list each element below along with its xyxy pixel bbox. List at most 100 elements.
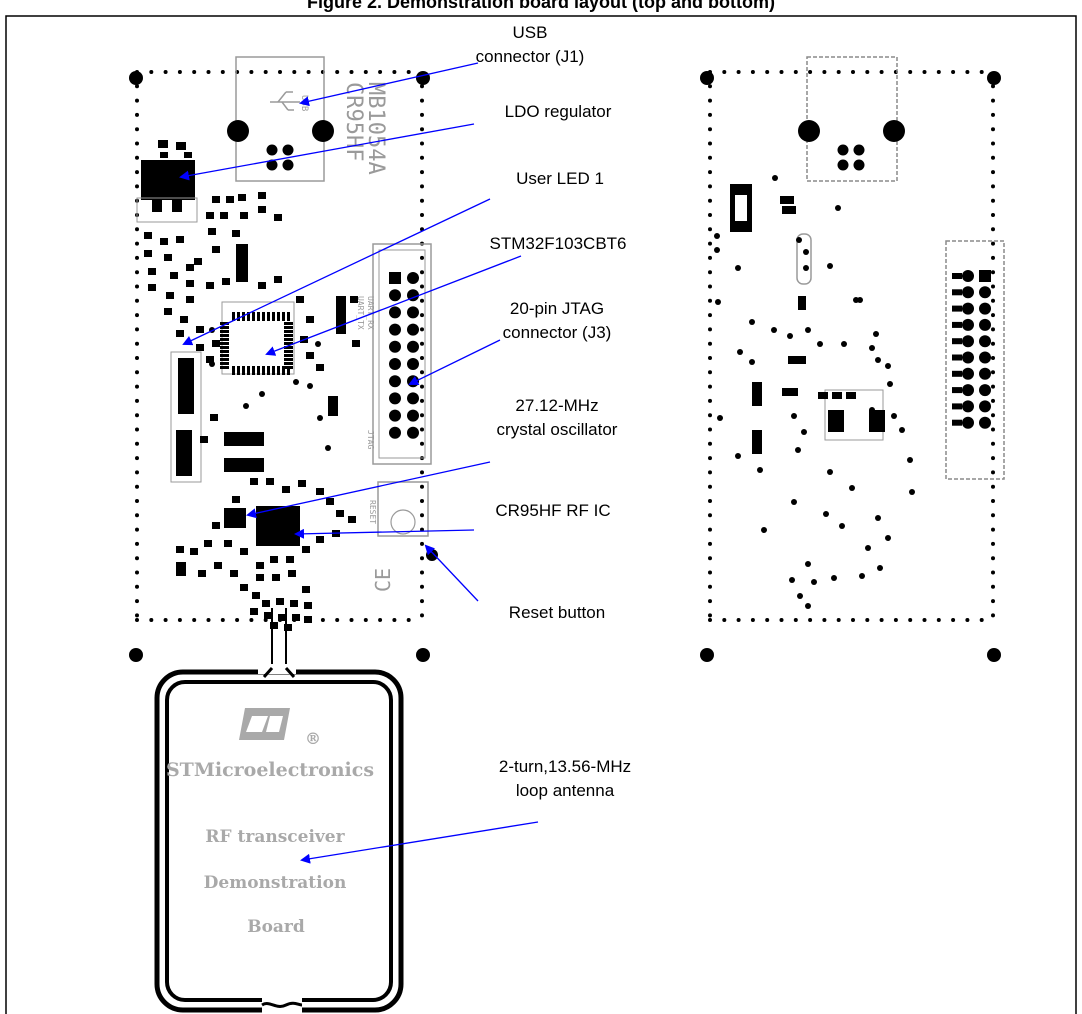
outline-dot — [708, 255, 712, 260]
via — [827, 469, 833, 475]
outline-dot — [420, 584, 424, 589]
via — [803, 249, 809, 255]
callout-arrow-crystal — [246, 461, 491, 519]
ldo-pin — [152, 200, 162, 212]
outline-dot — [851, 618, 855, 622]
smd-part — [316, 488, 324, 495]
smd-part — [316, 364, 324, 371]
outline-dot — [991, 84, 995, 89]
jtag-header-inner — [378, 249, 426, 459]
smd-part — [148, 284, 156, 291]
callout-label-rfic: CR95HF RF IC — [495, 501, 610, 520]
outline-dot — [936, 618, 941, 622]
via — [714, 233, 720, 239]
mcu-pin — [287, 312, 290, 321]
reset-pad — [426, 549, 438, 561]
outline-dot — [722, 70, 727, 74]
mounting-hole — [987, 648, 1001, 662]
jtag-pin — [389, 409, 401, 422]
smd-part — [158, 140, 168, 148]
smd-part — [176, 142, 186, 150]
smd-part — [256, 574, 264, 581]
usb-pad — [266, 144, 278, 156]
jtag-pin — [407, 392, 419, 405]
mounting-hole — [416, 648, 430, 662]
via — [259, 391, 265, 397]
outline-dot — [708, 613, 712, 618]
outline-dot — [135, 284, 139, 289]
mcu-pin — [282, 312, 285, 321]
crystal-pad-bottom — [176, 430, 192, 476]
outline-dot — [991, 98, 995, 103]
usb-symbol-icon — [270, 91, 300, 111]
callout-label-usb: USB — [513, 23, 548, 42]
board-outline-dots — [708, 70, 995, 622]
via — [293, 379, 299, 385]
mcu-pin — [284, 326, 293, 329]
outline-dot — [765, 70, 770, 74]
via — [757, 467, 763, 473]
outline-dot — [822, 618, 827, 622]
outline-dot — [979, 618, 984, 622]
outline-dot — [991, 112, 995, 117]
outline-dot — [420, 313, 424, 318]
outline-dot — [335, 70, 340, 74]
outline-dot — [808, 70, 813, 74]
outline-dot — [135, 170, 139, 175]
mcu-pin — [284, 366, 293, 369]
callout-label-mcu: STM32F103CBT6 — [490, 234, 627, 253]
outline-dot — [220, 70, 225, 74]
jtag-pin — [962, 302, 974, 315]
outline-dot — [736, 618, 741, 622]
smd-part — [352, 340, 360, 347]
smd-part — [258, 206, 266, 213]
outline-dot — [708, 599, 712, 604]
smd-part — [250, 478, 258, 485]
outline-dot — [420, 513, 424, 518]
smd-part — [284, 624, 292, 631]
outline-dot — [991, 599, 995, 604]
board-outline-dots — [135, 70, 424, 622]
outline-dot — [349, 70, 354, 74]
via — [787, 333, 793, 339]
callout-label-antenna: loop antenna — [516, 781, 615, 800]
outline-dot — [135, 227, 139, 232]
via — [797, 593, 803, 599]
outline-dot — [708, 356, 712, 360]
via — [873, 331, 879, 337]
outline-dot — [263, 70, 268, 74]
outline-dot — [708, 456, 712, 461]
mcu-pin — [272, 366, 275, 375]
mounting-hole — [129, 71, 143, 85]
smd-part — [164, 308, 172, 315]
smd-part — [212, 246, 220, 253]
via — [817, 341, 823, 347]
outline-dot — [708, 313, 712, 318]
mcu-pins — [220, 312, 293, 375]
outline-dot — [991, 613, 995, 618]
jtag-pin — [979, 335, 991, 348]
outline-dot — [936, 70, 941, 74]
callout-arrow-mcu — [265, 255, 522, 356]
outline-dot — [420, 98, 424, 103]
outline-dot — [135, 513, 139, 518]
outline-dot — [708, 570, 712, 575]
mcu-pin — [220, 346, 229, 349]
via — [796, 237, 802, 243]
smd-part — [226, 196, 234, 203]
outline-dot — [865, 618, 870, 622]
outline-dot — [349, 618, 354, 622]
outline-dot — [708, 127, 712, 132]
outline-dot — [965, 618, 970, 622]
antenna-feed-gap — [258, 664, 296, 674]
outline-dot — [708, 370, 712, 375]
via — [865, 545, 871, 551]
smd-part — [198, 570, 206, 577]
outline-dot — [991, 456, 995, 461]
outline-dot — [420, 441, 424, 446]
outline-dot — [991, 327, 995, 332]
outline-dot — [135, 570, 139, 575]
outline-dot — [420, 413, 424, 418]
via — [891, 413, 897, 419]
smd-part — [170, 272, 178, 279]
